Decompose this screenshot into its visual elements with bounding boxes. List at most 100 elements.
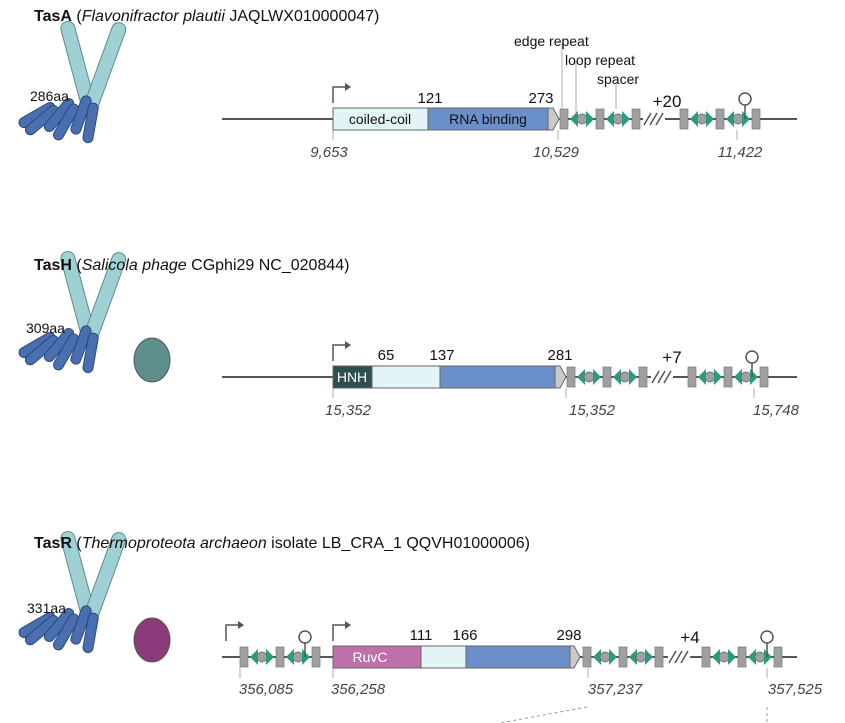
- protein-structure: [70, 95, 92, 135]
- terminator-icon: [760, 630, 774, 644]
- position-label: 65: [378, 347, 395, 364]
- spacer-arrow-left: [613, 369, 621, 385]
- spacer-arrow-left: [712, 649, 720, 665]
- spacer-arrow-right: [302, 649, 310, 665]
- loop-repeat: [635, 651, 647, 663]
- spacer-arrow-left: [690, 111, 698, 127]
- spacer-arrow-left: [577, 369, 585, 385]
- spacer-arrow-right: [706, 111, 714, 127]
- title-tasa: TasA (Flavonifractor plautii JAQLWX01000…: [34, 8, 380, 25]
- coordinate-label: 15,748: [753, 402, 800, 419]
- loop-repeat: [754, 651, 766, 663]
- repeat: [595, 108, 605, 130]
- length-tash: 309aa: [26, 320, 65, 336]
- spacer-arrow-left: [748, 649, 756, 665]
- repeat: [638, 366, 648, 388]
- protein-structure: [133, 617, 171, 663]
- protein-structure: [82, 612, 99, 654]
- position-label: 111: [410, 627, 433, 644]
- spacer-arrow-left: [286, 649, 294, 665]
- coordinate-label: 10,529: [533, 144, 580, 161]
- loop-repeat: [718, 651, 730, 663]
- length-tasa: 286aa: [30, 88, 69, 104]
- legend-edge-repeat: edge repeat: [514, 33, 589, 49]
- repeat: [773, 646, 783, 668]
- repeat: [582, 646, 592, 668]
- protein-structure: [81, 22, 127, 118]
- spacer-arrow-right: [714, 369, 722, 385]
- protein-structure: [24, 335, 59, 366]
- loop-repeat: [696, 113, 708, 125]
- spacer-arrow-right: [609, 649, 617, 665]
- spacer-arrow-left: [698, 369, 706, 385]
- break-mark-icon: [651, 370, 660, 384]
- spacer-arrow-right: [622, 111, 630, 127]
- repeat: [275, 646, 285, 668]
- spacer-arrow-left: [570, 111, 578, 127]
- loop-repeat: [732, 113, 744, 125]
- break-mark-icon: [668, 650, 677, 664]
- gene-domain: [332, 107, 429, 131]
- legend-spacer: spacer: [597, 71, 639, 87]
- position-label: 121: [417, 90, 442, 107]
- promoter-arrow-icon: [345, 621, 351, 629]
- gene-domain: [371, 365, 441, 389]
- gene-domain: [420, 645, 467, 669]
- promoter-arrow-icon: [345, 83, 351, 91]
- coordinate-label: 357,237: [588, 681, 643, 698]
- break-mark-icon: [649, 112, 658, 126]
- spacer-arrow-left: [250, 649, 258, 665]
- repeat: [559, 108, 569, 130]
- legend-loop-repeat: loop repeat: [565, 52, 635, 68]
- repeat: [759, 366, 769, 388]
- break-mark-icon: [674, 650, 683, 664]
- break-mark-icon: [657, 370, 666, 384]
- break: [643, 113, 665, 125]
- extra-repeats-label: +20: [653, 92, 682, 111]
- repeat: [679, 108, 689, 130]
- protein-structure: [18, 102, 56, 128]
- loop-repeat: [576, 113, 588, 125]
- position-label: 137: [429, 347, 454, 364]
- terminator-icon: [745, 350, 759, 364]
- protein-structure: [82, 332, 99, 374]
- protein-structure: [70, 325, 92, 365]
- promoter-arrow-icon: [332, 86, 347, 103]
- gene-tip: [547, 107, 560, 131]
- break-mark-icon: [655, 112, 664, 126]
- repeat: [737, 646, 747, 668]
- coordinate-label: 15,352: [325, 402, 372, 419]
- length-tasr: 331aa: [27, 600, 66, 616]
- spacer-arrow-left: [606, 111, 614, 127]
- protein-structure: [53, 333, 79, 371]
- loop-repeat: [619, 371, 631, 383]
- loop-repeat: [704, 371, 716, 383]
- coordinate-label: 357,525: [768, 681, 823, 698]
- coordinate-label: 9,653: [310, 144, 348, 161]
- repeat: [311, 646, 321, 668]
- gene-domain: [465, 645, 571, 669]
- protein-structure: [24, 105, 59, 136]
- spacer-arrow-right: [750, 369, 758, 385]
- repeat: [751, 108, 761, 130]
- protein-structure: [70, 605, 92, 645]
- extra-repeats-label: +7: [662, 348, 681, 367]
- loop-repeat: [599, 651, 611, 663]
- promoter-arrow-icon: [238, 621, 244, 629]
- protein-structure: [53, 103, 79, 141]
- title-tasr: TasR (Thermoproteota archaeon isolate LB…: [34, 535, 530, 552]
- protein-structure: [82, 102, 99, 144]
- gene-domain: [427, 107, 549, 131]
- coordinate-label: 15,352: [569, 402, 616, 419]
- spacer-arrow-right: [645, 649, 653, 665]
- spacer-arrow-left: [726, 111, 734, 127]
- gene-domain: [439, 365, 556, 389]
- spacer-arrow-right: [593, 369, 601, 385]
- position-label: 166: [452, 627, 477, 644]
- zoom-guide-line: [499, 706, 588, 723]
- break: [651, 371, 673, 383]
- repeat: [723, 366, 733, 388]
- break-mark-icon: [663, 370, 672, 384]
- repeat: [687, 366, 697, 388]
